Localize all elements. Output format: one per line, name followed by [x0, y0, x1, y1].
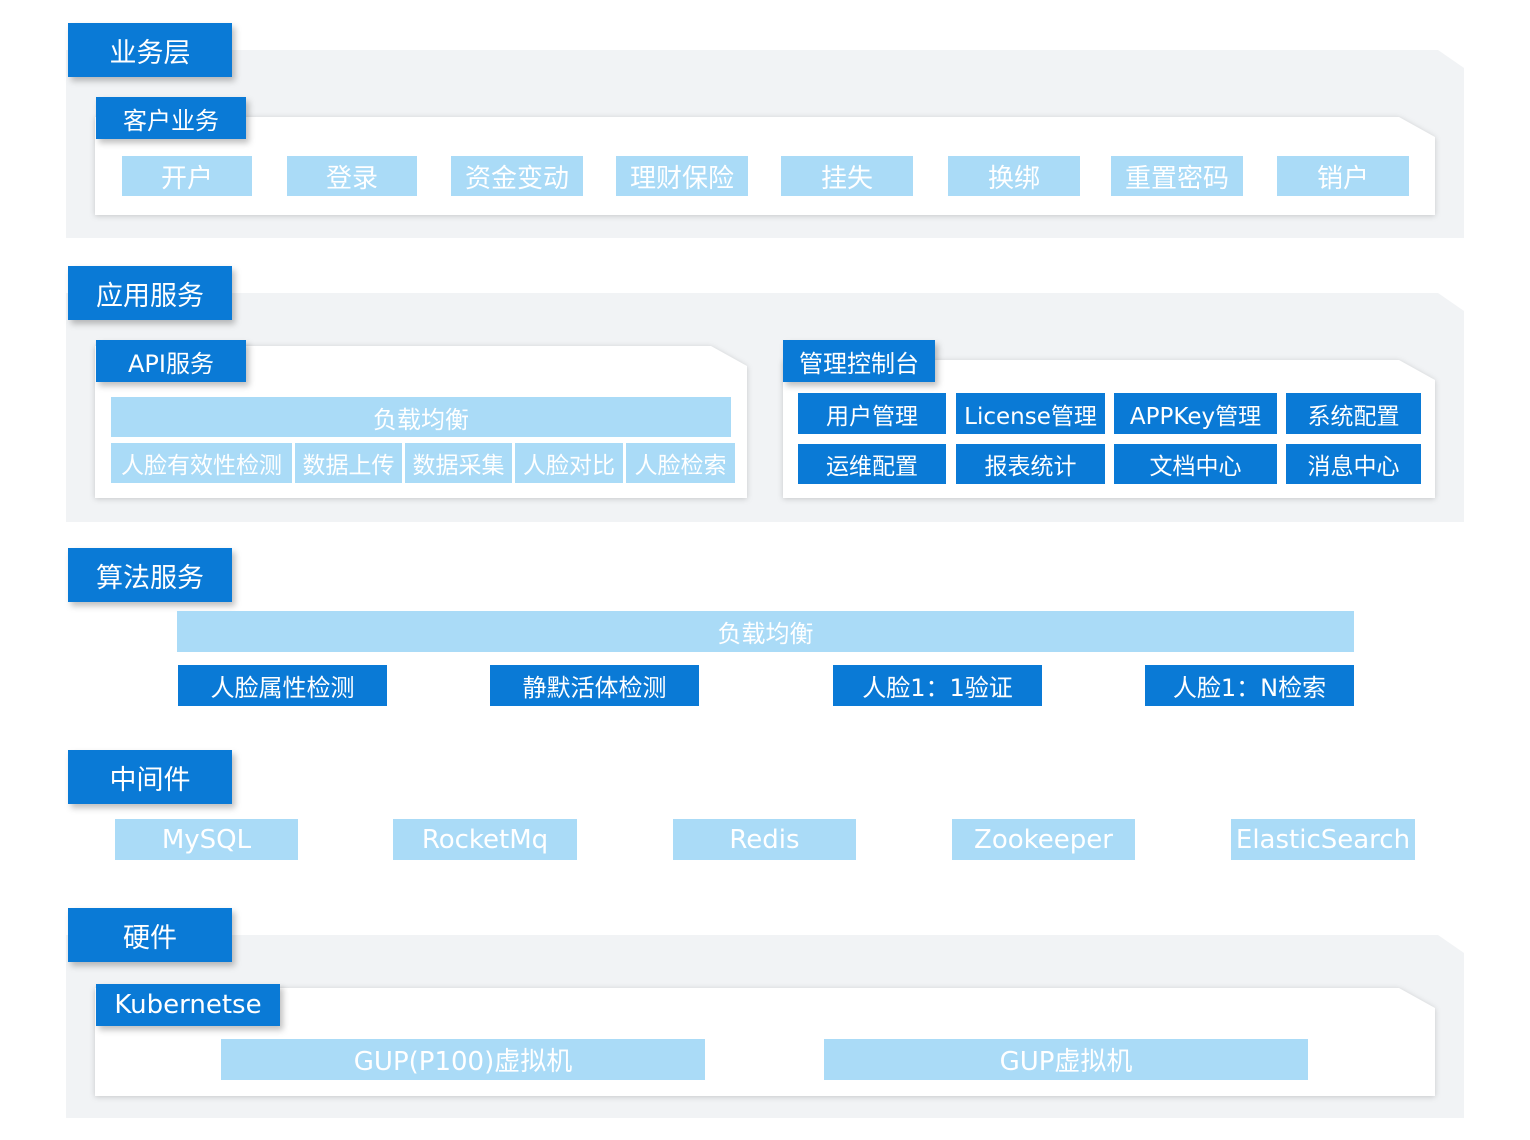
algo-item-face-1-n-search[interactable]: 人脸1：N检索	[1145, 665, 1354, 706]
hardware-item-gpu-p100-vm[interactable]: GUP(P100)虚拟机	[221, 1039, 705, 1080]
middleware-item-rocketmq[interactable]: RocketMq	[393, 819, 577, 860]
algorithm-load-balancer[interactable]: 负载均衡	[177, 611, 1354, 652]
console-item-message-center[interactable]: 消息中心	[1286, 444, 1421, 484]
business-item-fund-change[interactable]: 资金变动	[451, 156, 583, 196]
business-item-rebind[interactable]: 换绑	[948, 156, 1080, 196]
business-item-open-account[interactable]: 开户	[122, 156, 252, 196]
middleware-item-elasticsearch[interactable]: ElasticSearch	[1231, 819, 1415, 860]
middleware-item-mysql[interactable]: MySQL	[115, 819, 298, 860]
app-service-layer-title: 应用服务	[68, 266, 232, 320]
business-item-wealth-insurance[interactable]: 理财保险	[616, 156, 748, 196]
kubernetes-title: Kubernetse	[96, 984, 280, 1026]
console-item-user-management[interactable]: 用户管理	[798, 393, 946, 434]
console-item-report-statistics[interactable]: 报表统计	[956, 444, 1105, 484]
business-item-login[interactable]: 登录	[287, 156, 417, 196]
middleware-layer-title: 中间件	[68, 750, 232, 804]
customer-business-title: 客户业务	[96, 97, 246, 139]
algo-item-face-attribute-detection[interactable]: 人脸属性检测	[178, 665, 387, 706]
business-item-close-account[interactable]: 销户	[1277, 156, 1409, 196]
middleware-item-redis[interactable]: Redis	[673, 819, 856, 860]
business-item-report-loss[interactable]: 挂失	[781, 156, 913, 196]
api-item-data-upload[interactable]: 数据上传	[295, 443, 402, 483]
console-item-appkey-management[interactable]: APPKey管理	[1114, 393, 1277, 434]
algo-item-face-1-1-verify[interactable]: 人脸1：1验证	[833, 665, 1042, 706]
api-item-face-search[interactable]: 人脸检索	[626, 443, 735, 483]
console-item-license-management[interactable]: License管理	[956, 393, 1105, 434]
business-item-reset-password[interactable]: 重置密码	[1111, 156, 1243, 196]
business-layer-title: 业务层	[68, 23, 232, 77]
hardware-item-gpu-vm[interactable]: GUP虚拟机	[824, 1039, 1308, 1080]
algorithm-service-layer-title: 算法服务	[68, 548, 232, 602]
algo-item-silent-liveness-detection[interactable]: 静默活体检测	[490, 665, 699, 706]
api-service-title: API服务	[96, 340, 246, 382]
console-item-ops-config[interactable]: 运维配置	[798, 444, 946, 484]
api-item-data-collection[interactable]: 数据采集	[405, 443, 512, 483]
api-load-balancer[interactable]: 负载均衡	[111, 397, 731, 437]
middleware-item-zookeeper[interactable]: Zookeeper	[952, 819, 1135, 860]
hardware-layer-title: 硬件	[68, 908, 232, 962]
console-item-system-config[interactable]: 系统配置	[1286, 393, 1421, 434]
management-console-title: 管理控制台	[783, 340, 935, 382]
api-item-face-compare[interactable]: 人脸对比	[515, 443, 623, 483]
api-item-face-validity-detection[interactable]: 人脸有效性检测	[111, 443, 292, 483]
console-item-doc-center[interactable]: 文档中心	[1114, 444, 1277, 484]
